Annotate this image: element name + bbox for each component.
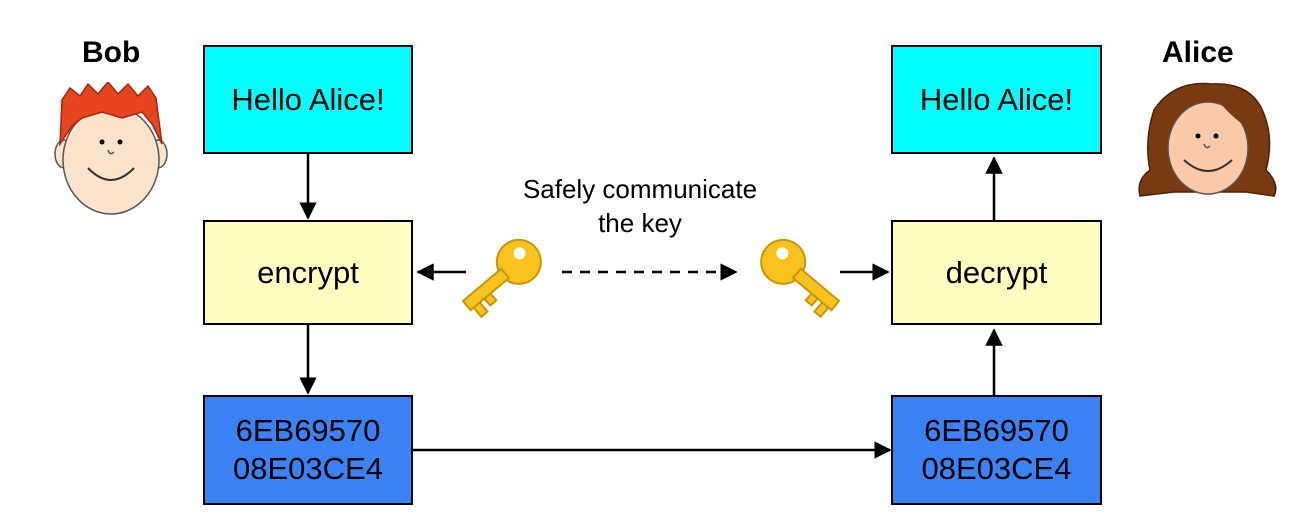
- decrypt-label: decrypt: [945, 254, 1048, 290]
- decrypt-box: decrypt: [891, 220, 1102, 325]
- alice-plaintext-box: Hello Alice!: [891, 45, 1102, 154]
- caption-line-1: Safely communicate: [522, 174, 758, 204]
- encrypt-label: encrypt: [257, 254, 359, 290]
- bob-avatar: [54, 82, 168, 215]
- bob-cipher-line-1: 6EB69570: [235, 413, 381, 448]
- alice-cipher-line-2: 08E03CE4: [921, 451, 1072, 486]
- alice-ciphertext-box: 6EB69570 08E03CE4: [891, 395, 1102, 505]
- alice-plaintext: Hello Alice!: [919, 81, 1074, 117]
- bob-name-label: Bob: [82, 36, 141, 69]
- key-icon: [461, 238, 542, 319]
- bob-cipher-line-2: 08E03CE4: [233, 451, 383, 486]
- encrypt-box: encrypt: [203, 220, 413, 325]
- key-exchange-caption: Safely communicate the key: [470, 172, 810, 240]
- bob-plaintext: Hello Alice!: [231, 81, 385, 117]
- alice-cipher-line-1: 6EB69570: [924, 413, 1069, 448]
- key-icon: [760, 238, 841, 319]
- bob-ciphertext-box: 6EB69570 08E03CE4: [203, 395, 413, 505]
- bob-plaintext-box: Hello Alice!: [203, 45, 413, 154]
- alice-name-label: Alice: [1162, 36, 1234, 69]
- caption-line-2: the key: [598, 208, 682, 238]
- alice-avatar: [1138, 82, 1277, 197]
